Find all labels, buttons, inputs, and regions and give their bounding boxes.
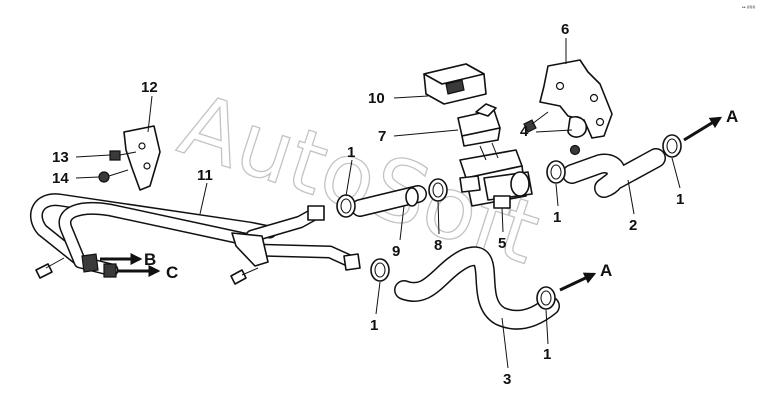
callout-1-left: 1 (347, 144, 355, 161)
callout-1-bottom: 1 (370, 317, 378, 334)
arrow-a-top-label: A (726, 107, 738, 126)
bracket-6 (539, 59, 613, 139)
cover-10 (423, 63, 487, 105)
callout-7: 7 (378, 128, 386, 145)
callout-8: 8 (434, 237, 442, 254)
valve-5 (459, 149, 533, 209)
callout-6: 6 (561, 21, 569, 38)
corner-text: •• ### (742, 5, 755, 11)
callout-5: 5 (498, 235, 506, 252)
callout-1-bottom-right: 1 (543, 346, 551, 363)
motor-7 (457, 103, 501, 161)
arrow-a-mid: A (559, 261, 612, 292)
tube-assembly-11 (30, 193, 361, 278)
arrow-b-label: B (144, 250, 156, 269)
callout-13: 13 (52, 149, 69, 166)
callout-2: 2 (629, 217, 637, 234)
callouts: 12 13 14 11 1 10 7 6 4 8 9 5 1 2 1 1 1 3 (52, 21, 684, 388)
bolt-bottom (230, 267, 259, 285)
callout-1-mid: 1 (553, 209, 561, 226)
bracket-12 (123, 125, 161, 191)
hose-9 (351, 185, 427, 217)
nut-4 (569, 144, 581, 156)
arrow-a-top: A (683, 107, 738, 142)
clamp-1-left (336, 194, 356, 218)
clamp-1-bottom-right (536, 286, 556, 310)
bolt-13 (109, 150, 137, 161)
callout-12: 12 (141, 79, 158, 96)
bolt-left (35, 257, 65, 279)
clamp-8 (428, 178, 448, 202)
callout-1-right: 1 (676, 191, 684, 208)
hose-3 (394, 246, 560, 330)
callout-14: 14 (52, 170, 69, 187)
arrow-b: B (100, 250, 156, 269)
hose-2 (562, 148, 666, 198)
arrow-c: C (118, 263, 178, 282)
bolt-bracket-6 (523, 111, 549, 133)
callout-4: 4 (520, 123, 529, 140)
callout-11: 11 (197, 167, 213, 184)
arrow-c-label: C (166, 263, 178, 282)
clamp-1-mid (546, 160, 566, 184)
clamp-1-bottom (370, 258, 390, 282)
callout-9: 9 (392, 243, 400, 260)
callout-3: 3 (503, 371, 511, 388)
leader-lines (75, 38, 681, 369)
nut-14 (98, 169, 129, 183)
arrow-a-mid-label: A (600, 261, 612, 280)
clamp-1-top-right (662, 134, 682, 158)
callout-10: 10 (368, 90, 385, 107)
